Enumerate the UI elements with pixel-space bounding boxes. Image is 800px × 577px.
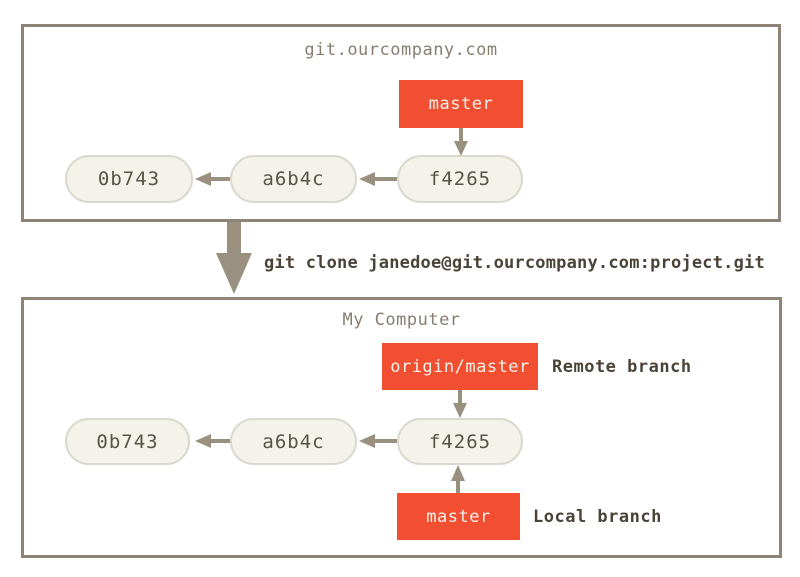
local-commit-node-0b743: 0b743 <box>65 418 190 465</box>
clone-command-text: git clone janedoe@git.ourcompany.com:pro… <box>264 253 765 273</box>
clone-flow-arrow <box>216 222 252 294</box>
server-commit-node-f4265: f4265 <box>397 155 523 203</box>
my-computer-box-title: My Computer <box>342 310 461 330</box>
server-box: git.ourcompany.com master 0b743 a6b4c f4… <box>21 24 781 222</box>
server-master-branch-label: master <box>399 80 523 128</box>
remote-branch-annotation: Remote branch <box>552 356 692 377</box>
server-commit-node-a6b4c: a6b4c <box>230 155 357 203</box>
local-branch-annotation: Local branch <box>533 506 662 527</box>
local-commit-node-f4265: f4265 <box>397 418 523 465</box>
local-branch-label-master: master <box>397 493 520 540</box>
server-box-title: git.ourcompany.com <box>304 40 498 60</box>
server-commit-node-0b743: 0b743 <box>65 155 193 203</box>
local-commit-node-a6b4c: a6b4c <box>230 418 357 465</box>
my-computer-box: My Computer origin/master Remote branch … <box>21 297 782 558</box>
remote-branch-label-origin-master: origin/master <box>382 343 538 390</box>
